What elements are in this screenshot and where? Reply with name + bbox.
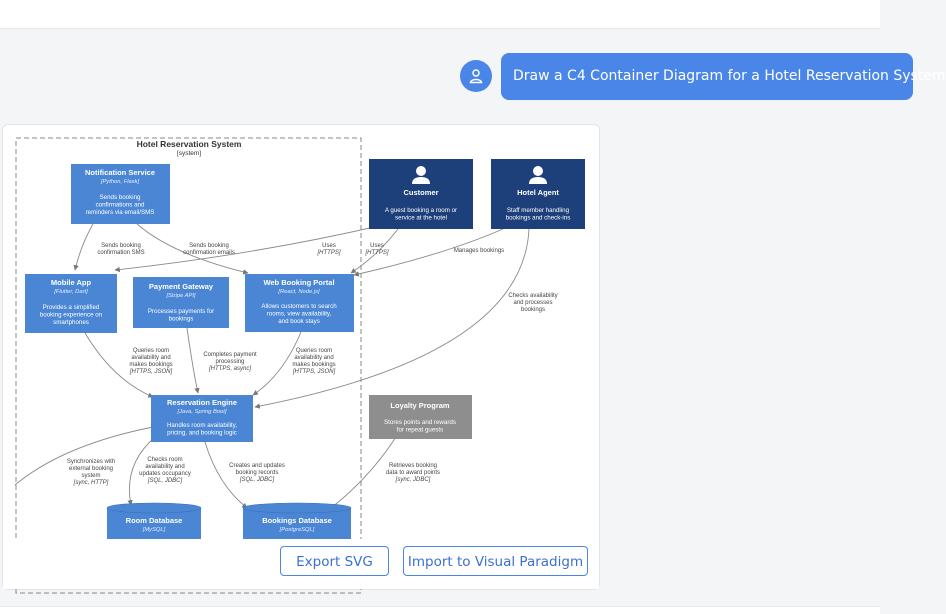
boundary-title: Hotel Reservation System xyxy=(137,139,242,149)
rel-creates-updates-line xyxy=(204,441,248,509)
rel-sms-line xyxy=(73,223,94,271)
container-mobile-app[interactable]: Mobile App [Flutter, Dart] Provides a si… xyxy=(25,274,117,333)
container-web-booking-portal[interactable]: Web Booking Portal [React, Node.js] Allo… xyxy=(245,274,354,332)
rel-manages-line xyxy=(353,228,504,277)
container-notification-service[interactable]: Notification Service [Python, Flask] Sen… xyxy=(71,164,170,224)
svg-text:Notification Service: Notification Service xyxy=(85,168,155,177)
rel-completes-payment-line xyxy=(186,327,200,394)
svg-text:[React, Node.js]: [React, Node.js] xyxy=(277,289,320,295)
rel-uses2-label: Uses[HTTPS] xyxy=(364,243,388,256)
svg-text:[Python, Flask]: [Python, Flask] xyxy=(100,179,140,185)
rel-emails-line xyxy=(136,223,249,275)
rel-sync-external-line xyxy=(14,426,154,486)
container-payment-gateway[interactable]: Payment Gateway [Stripe API] Processes p… xyxy=(133,277,229,328)
user-icon xyxy=(469,69,483,84)
svg-text:Bookings Database: Bookings Database xyxy=(262,516,332,525)
rel-uses2-line xyxy=(350,228,399,274)
diagram-card: Hotel Reservation System [system] Sends … xyxy=(2,124,600,594)
import-visual-paradigm-button[interactable]: Import to Visual Paradigm xyxy=(403,546,588,576)
relationship-lines xyxy=(14,223,530,509)
rel-queries-mobile-line xyxy=(84,332,154,398)
export-svg-button[interactable]: Export SVG xyxy=(280,546,389,576)
person-icon xyxy=(412,166,430,184)
svg-text:[Flutter, Dart]: [Flutter, Dart] xyxy=(53,289,88,295)
svg-text:Payment Gateway: Payment Gateway xyxy=(149,282,214,291)
rel-uses1-label: Uses[HTTPS] xyxy=(316,243,340,256)
person-icon xyxy=(529,166,547,184)
svg-text:Customer: Customer xyxy=(403,188,438,197)
svg-text:Reservation Engine: Reservation Engine xyxy=(167,398,237,407)
bottom-bar xyxy=(0,606,880,614)
rel-uses1-line xyxy=(114,224,384,273)
container-bookings-database[interactable]: Bookings Database [PostgreSQL] xyxy=(242,502,352,545)
container-reservation-engine[interactable]: Reservation Engine [Java, Spring Boot] H… xyxy=(151,395,253,442)
svg-text:[PostgreSQL]: [PostgreSQL] xyxy=(279,527,315,533)
boundary-subtitle: [system] xyxy=(177,150,201,157)
user-message-bubble: Draw a C4 Container Diagram for a Hotel … xyxy=(501,53,946,100)
external-loyalty-program[interactable]: Loyalty Program Stores points and reward… xyxy=(369,395,472,439)
svg-text:Handles room availability,pric: Handles room availability,pricing, and b… xyxy=(167,422,237,437)
rel-checks-agent-line xyxy=(254,228,530,409)
svg-text:Room Database: Room Database xyxy=(126,516,183,525)
svg-text:[Stripe API]: [Stripe API] xyxy=(165,293,195,299)
rel-queries-portal-line xyxy=(252,331,302,396)
svg-text:Loyalty Program: Loyalty Program xyxy=(390,401,450,410)
svg-text:Web Booking Portal: Web Booking Portal xyxy=(263,278,334,287)
container-room-database[interactable]: Room Database [MySQL] xyxy=(106,502,202,545)
svg-text:[Java, Spring Boot]: [Java, Spring Boot] xyxy=(177,409,227,415)
svg-text:Mobile App: Mobile App xyxy=(51,278,92,287)
svg-text:Hotel Agent: Hotel Agent xyxy=(517,188,559,197)
rel-checks-room-line xyxy=(127,436,156,506)
user-avatar xyxy=(460,60,492,92)
rel-manages-label: Manages bookings xyxy=(454,248,504,254)
system-boundary xyxy=(15,137,362,594)
svg-text:[MySQL]: [MySQL] xyxy=(142,527,166,533)
top-bar xyxy=(0,0,880,29)
c4-container-diagram: Hotel Reservation System [system] Sends … xyxy=(3,137,599,594)
